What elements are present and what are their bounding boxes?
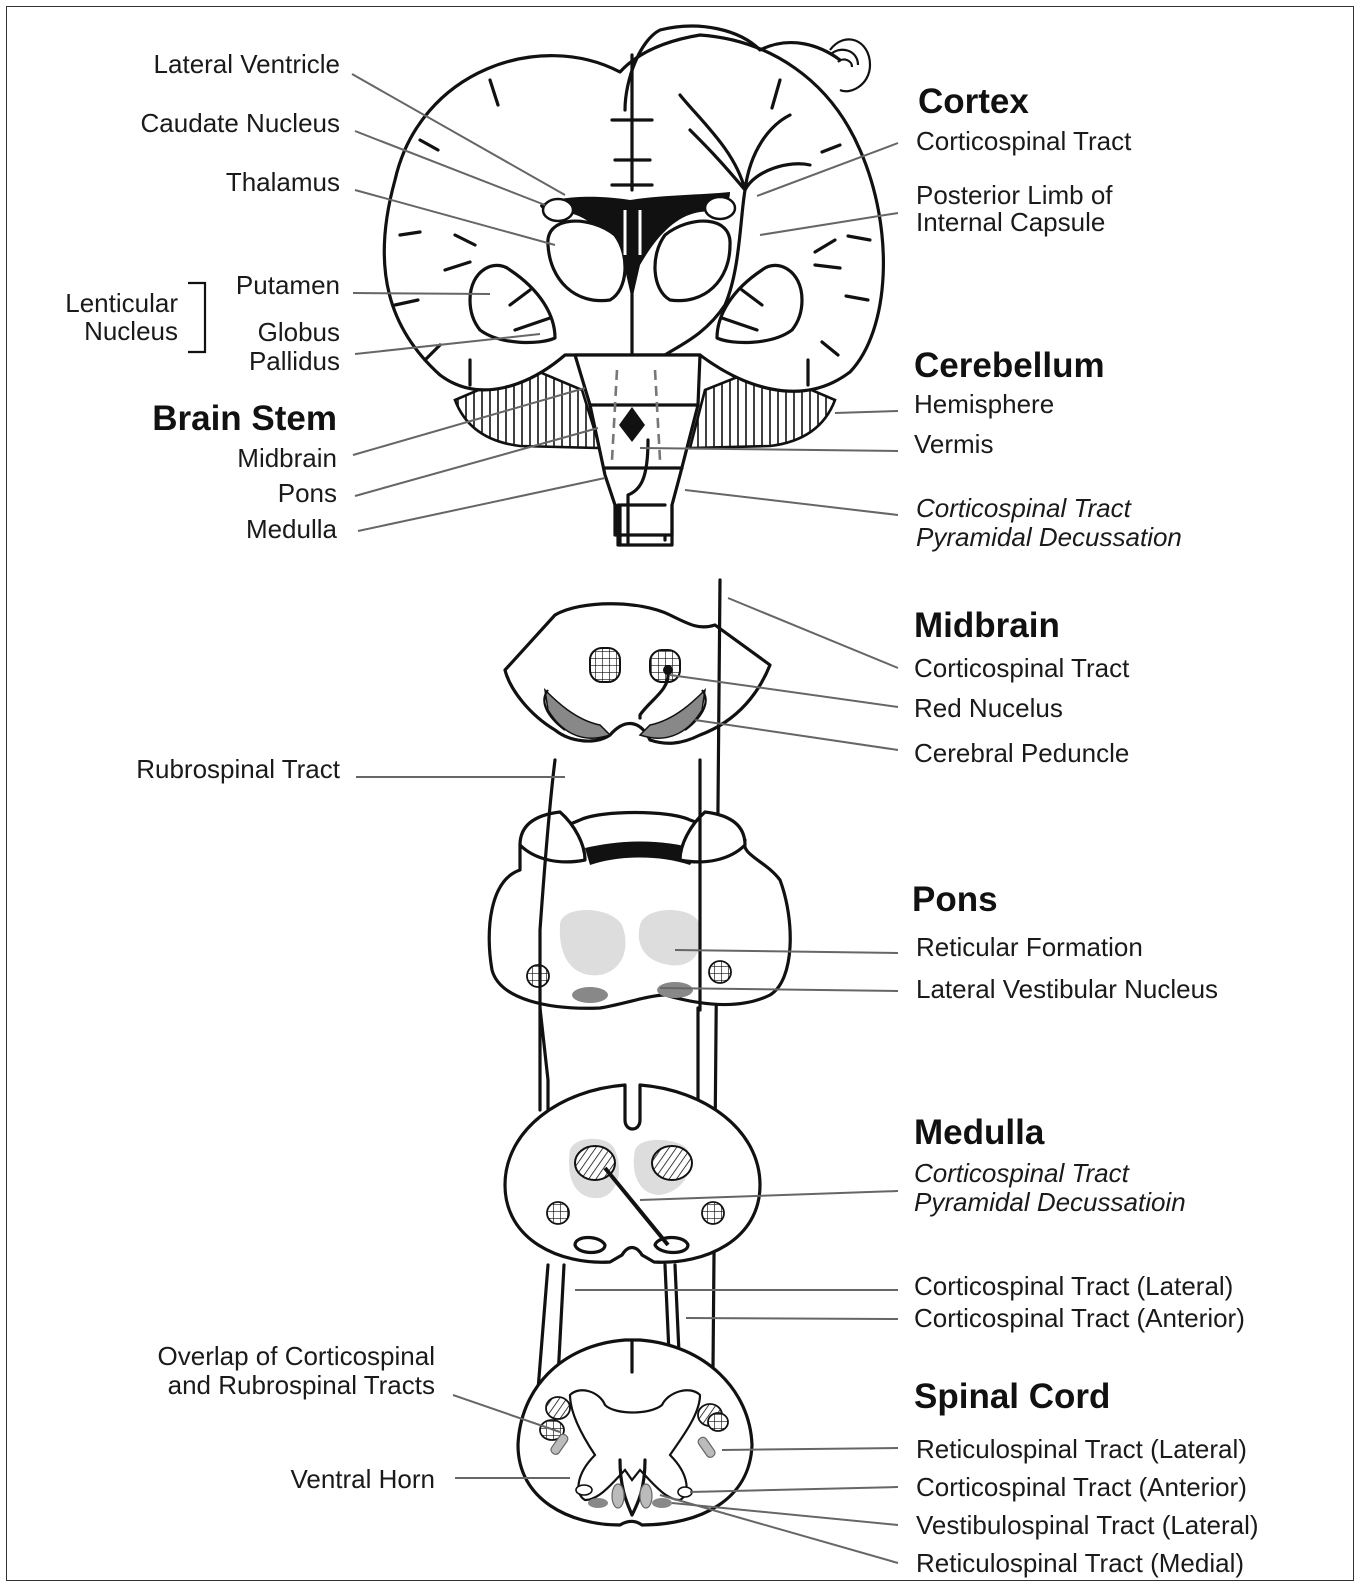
heading-cerebellum: Cerebellum: [914, 346, 1105, 385]
label-ventral-horn: Ventral Horn: [290, 1464, 435, 1494]
label-midbrain-cst: Corticospinal Tract: [914, 653, 1130, 683]
pyramid-left: [575, 1238, 605, 1253]
label-putamen: Putamen: [236, 270, 340, 300]
lateral-vestibular-nucleus-left: [572, 987, 608, 1003]
midbrain-outline: [505, 604, 770, 744]
caudate-nucleus-right: [705, 197, 735, 219]
left-labels: Lateral Ventricle Caudate Nucleus Thalam…: [65, 49, 435, 1494]
label-pyramidal-decussation: Pyramidal Decussation: [916, 522, 1182, 552]
label-cst-anterior-2: Corticospinal Tract (Anterior): [916, 1472, 1247, 1502]
label-medulla-cst: Corticospinal Tract: [914, 1158, 1131, 1188]
heading-pons: Pons: [912, 880, 998, 919]
label-midbrain-left: Midbrain: [237, 443, 337, 473]
label-red-nucleus: Red Nucelus: [914, 693, 1063, 723]
label-reticular-formation: Reticular Formation: [916, 932, 1143, 962]
label-medulla-decussation: Pyramidal Decussatioin: [914, 1187, 1186, 1217]
label-brain-stem: Brain Stem: [152, 399, 337, 438]
label-cerebral-peduncle: Cerebral Peduncle: [914, 738, 1129, 768]
label-reticulospinal-medial: Reticulospinal Tract (Medial): [916, 1548, 1244, 1578]
label-medulla-left: Medulla: [246, 514, 338, 544]
label-nucleus: Nucleus: [84, 316, 178, 346]
heading-cortex: Cortex: [918, 82, 1029, 121]
heading-medulla: Medulla: [914, 1113, 1045, 1152]
label-cst-italic: Corticospinal Tract: [916, 493, 1133, 523]
lateral-vestibular-nucleus-right: [657, 982, 693, 998]
right-labels: Cortex Corticospinal Tract Posterior Lim…: [912, 82, 1259, 1578]
label-corticospinal-tract-cortex: Corticospinal Tract: [916, 126, 1132, 156]
cortical-coil: [830, 39, 870, 91]
label-lateral-vestibular-nucleus: Lateral Vestibular Nucleus: [916, 974, 1218, 1004]
label-lateral-ventricle: Lateral Ventricle: [154, 49, 340, 79]
label-caudate-nucleus: Caudate Nucleus: [141, 108, 340, 138]
label-pallidus: Pallidus: [249, 346, 340, 376]
heading-spinal-cord: Spinal Cord: [914, 1377, 1110, 1416]
pons-section: [489, 760, 790, 1110]
label-cst-anterior: Corticospinal Tract (Anterior): [914, 1303, 1245, 1333]
label-rubrospinal-tract: Rubrospinal Tract: [136, 754, 341, 784]
label-vestibulospinal-lateral: Vestibulospinal Tract (Lateral): [916, 1510, 1259, 1540]
label-hemisphere: Hemisphere: [914, 389, 1054, 419]
label-thalamus: Thalamus: [226, 167, 340, 197]
label-overlap-line2: and Rubrospinal Tracts: [168, 1370, 435, 1400]
label-reticulospinal-lateral: Reticulospinal Tract (Lateral): [916, 1434, 1247, 1464]
caudate-nucleus-left: [543, 199, 573, 221]
medulla-outline: [505, 1085, 760, 1262]
label-lenticular: Lenticular: [65, 288, 178, 318]
pyramid-right: [655, 1238, 688, 1253]
heading-midbrain: Midbrain: [914, 606, 1060, 645]
label-globus: Globus: [258, 317, 340, 347]
label-posterior-limb-1: Posterior Limb of: [916, 180, 1113, 210]
label-overlap-line1: Overlap of Corticospinal: [158, 1341, 435, 1371]
spinal-cord-section: [518, 1340, 752, 1525]
label-pons-left: Pons: [278, 478, 337, 508]
label-cst-lateral: Corticospinal Tract (Lateral): [914, 1271, 1233, 1301]
red-nucleus-left: [590, 648, 620, 682]
label-vermis: Vermis: [914, 429, 993, 459]
label-posterior-limb-2: Internal Capsule: [916, 207, 1105, 237]
